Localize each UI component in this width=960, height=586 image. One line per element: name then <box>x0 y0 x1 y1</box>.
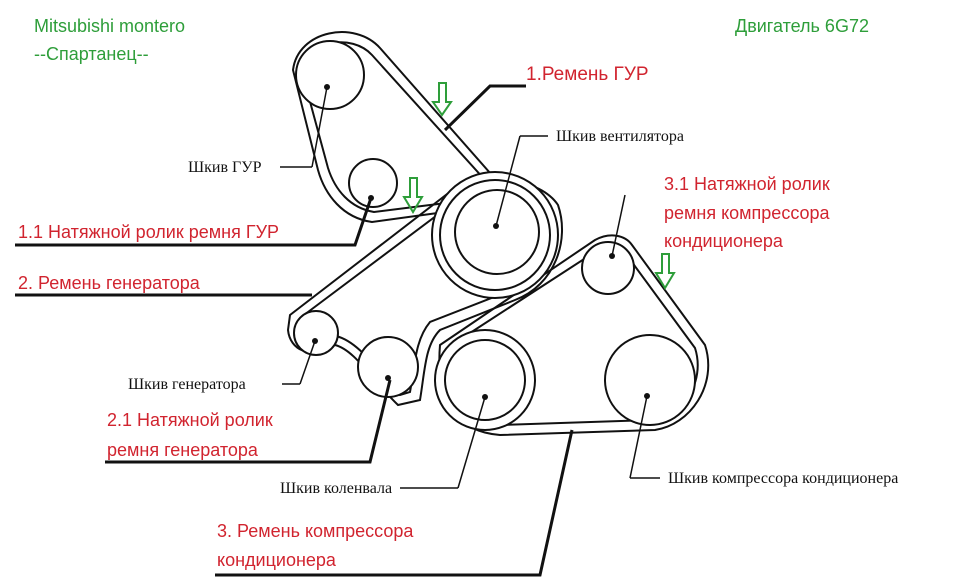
alt-tensioner-pulley <box>357 336 419 398</box>
ac-tensioner-label-line3: кондиционера <box>664 231 784 251</box>
ac-compressor-pulley-label: Шкив компрессора кондиционера <box>668 470 898 487</box>
ps-pulley <box>295 40 365 110</box>
ps-belt-label: 1.Ремень ГУР <box>526 64 649 85</box>
alt-tensioner-label-line2: ремня генератора <box>107 440 259 460</box>
alternator-pulley <box>293 310 339 356</box>
ps-tensioner-label: 1.1 Натяжной ролик ремня ГУР <box>18 222 279 242</box>
engine-label: Двигатель 6G72 <box>735 16 869 36</box>
alt-belt-label: 2. Ремень генератора <box>18 273 201 293</box>
ps-pulley-label: Шкив ГУР <box>188 159 262 176</box>
arrow-down-icon <box>431 82 453 117</box>
rotation-arrows <box>402 82 676 290</box>
fan-pulley-label: Шкив вентилятора <box>556 128 684 145</box>
thick-leader-lines <box>15 84 574 577</box>
ac-belt-label-line2: кондиционера <box>217 550 337 570</box>
vehicle-model: Mitsubishi montero <box>34 16 185 36</box>
ac-tensioner-label-line2: ремня компрессора <box>664 203 831 223</box>
arrow-down-icon <box>402 177 424 214</box>
arrow-down-icon <box>654 253 676 290</box>
crankshaft-pulley-label: Шкив коленвала <box>280 480 392 497</box>
ps-tensioner-pulley <box>348 158 398 208</box>
pulley-shapes <box>293 40 696 431</box>
thin-leader-lines <box>280 86 660 489</box>
alternator-pulley-label: Шкив генератора <box>128 376 246 393</box>
ac-tensioner-pulley <box>581 241 635 295</box>
ac-compressor-pulley <box>604 334 696 426</box>
ac-belt-label-line1: 3. Ремень компрессора <box>217 521 414 541</box>
alt-tensioner-label-line1: 2.1 Натяжной ролик <box>107 410 273 430</box>
ac-tensioner-label-line1: 3.1 Натяжной ролик <box>664 174 830 194</box>
vehicle-nickname: --Спартанец-- <box>34 44 149 64</box>
fan-pulley-inner <box>454 189 540 275</box>
crankshaft-pulley-inner <box>444 339 526 421</box>
